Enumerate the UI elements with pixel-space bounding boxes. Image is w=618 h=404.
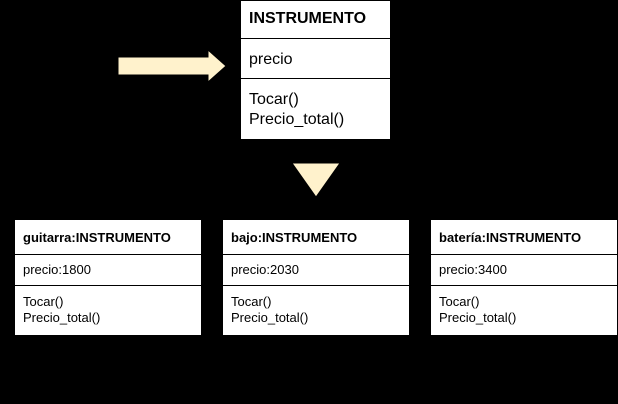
instance-operations: Tocar() Precio_total()	[431, 286, 617, 326]
instance-operations: Tocar() Precio_total()	[15, 286, 201, 326]
down-triangle-icon	[291, 162, 341, 198]
instance-attribute: precio:3400	[431, 255, 617, 286]
operation-tocar: Tocar()	[23, 294, 64, 309]
instance-guitarra: guitarra:INSTRUMENTO precio:1800 Tocar()…	[14, 219, 202, 336]
operation-tocar: Tocar()	[249, 91, 299, 108]
operation-precio-total: Precio_total()	[249, 111, 345, 128]
instance-attribute: precio:2030	[223, 255, 409, 286]
instance-bajo: bajo:INSTRUMENTO precio:2030 Tocar() Pre…	[222, 219, 410, 336]
instance-attribute: precio:1800	[15, 255, 201, 286]
instance-title: guitarra:INSTRUMENTO	[15, 220, 201, 255]
operation-precio-total: Precio_total()	[23, 310, 101, 325]
right-arrow-icon	[117, 48, 227, 84]
operation-tocar: Tocar()	[231, 294, 272, 309]
instance-operations: Tocar() Precio_total()	[223, 286, 409, 326]
class-operations: Tocar() Precio_total()	[241, 79, 390, 130]
operation-tocar: Tocar()	[439, 294, 480, 309]
class-attribute: precio	[241, 39, 390, 79]
class-instrumento: INSTRUMENTO precio Tocar() Precio_total(…	[240, 0, 391, 140]
operation-precio-total: Precio_total()	[439, 310, 517, 325]
instance-title: batería:INSTRUMENTO	[431, 220, 617, 255]
operation-precio-total: Precio_total()	[231, 310, 309, 325]
class-name: INSTRUMENTO	[241, 1, 390, 39]
instance-title: bajo:INSTRUMENTO	[223, 220, 409, 255]
instance-bateria: batería:INSTRUMENTO precio:3400 Tocar() …	[430, 219, 618, 336]
